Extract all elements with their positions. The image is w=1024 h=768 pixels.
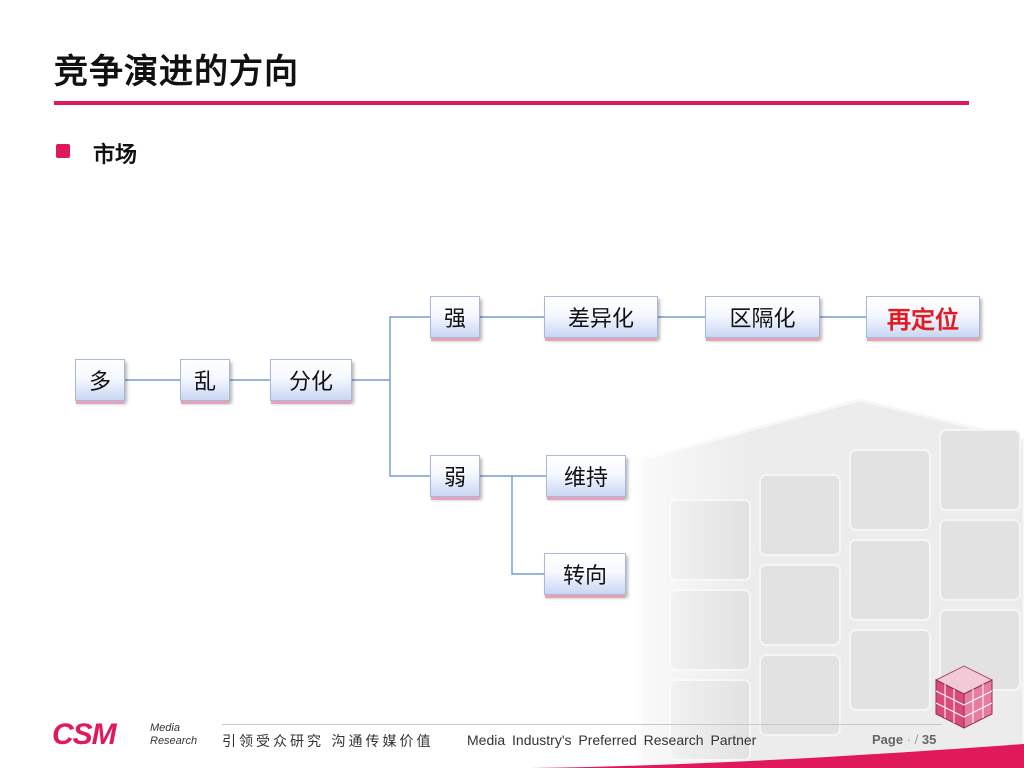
csm-logo: CSM Media Research bbox=[52, 718, 202, 752]
logo-sub-research: Research bbox=[150, 735, 198, 747]
node-label: 维持 bbox=[563, 466, 608, 491]
decorative-cube-icon bbox=[934, 665, 994, 729]
slogan-chinese: 引领受众研究 沟通传媒价值 bbox=[222, 734, 434, 750]
slogan-english: Media Industry's Preferred Research Part… bbox=[467, 732, 757, 748]
logo-text: CSM bbox=[52, 718, 117, 751]
logo-sub-media: Media bbox=[150, 722, 180, 734]
node-label: 区隔化 bbox=[729, 307, 796, 332]
node-label: 弱 bbox=[443, 466, 466, 491]
page-label: Page bbox=[872, 732, 904, 747]
node-qiang: 强 bbox=[430, 296, 480, 341]
node-quegehua: 区隔化 bbox=[705, 296, 820, 341]
page-title: 竞争演进的方向 bbox=[54, 52, 299, 92]
node-label: 分化 bbox=[288, 370, 333, 395]
background-cube-image bbox=[600, 380, 1024, 768]
node-chayihua: 差异化 bbox=[544, 296, 658, 341]
node-label: 转向 bbox=[562, 564, 607, 589]
node-luan: 乱 bbox=[180, 359, 230, 404]
node-label: 强 bbox=[443, 307, 466, 332]
node-zaidingwei: 再定位 bbox=[866, 296, 980, 341]
page-number: Page · / 35 bbox=[872, 732, 937, 747]
node-zhuanxiang: 转向 bbox=[544, 553, 626, 598]
node-weichi: 维持 bbox=[546, 455, 626, 500]
page-number-value: 35 bbox=[921, 732, 937, 747]
node-label: 乱 bbox=[193, 370, 216, 395]
node-label: 多 bbox=[88, 370, 111, 395]
title-divider bbox=[54, 101, 969, 105]
node-fenhua: 分化 bbox=[270, 359, 352, 404]
node-ruo: 弱 bbox=[430, 455, 480, 500]
footer-divider bbox=[222, 724, 942, 725]
node-label: 差异化 bbox=[567, 307, 634, 332]
footer-swoosh bbox=[530, 744, 1024, 768]
node-duo: 多 bbox=[75, 359, 125, 404]
bullet-text: 市场 bbox=[93, 143, 138, 168]
bullet-square-icon bbox=[56, 144, 70, 158]
node-label: 再定位 bbox=[887, 305, 959, 334]
